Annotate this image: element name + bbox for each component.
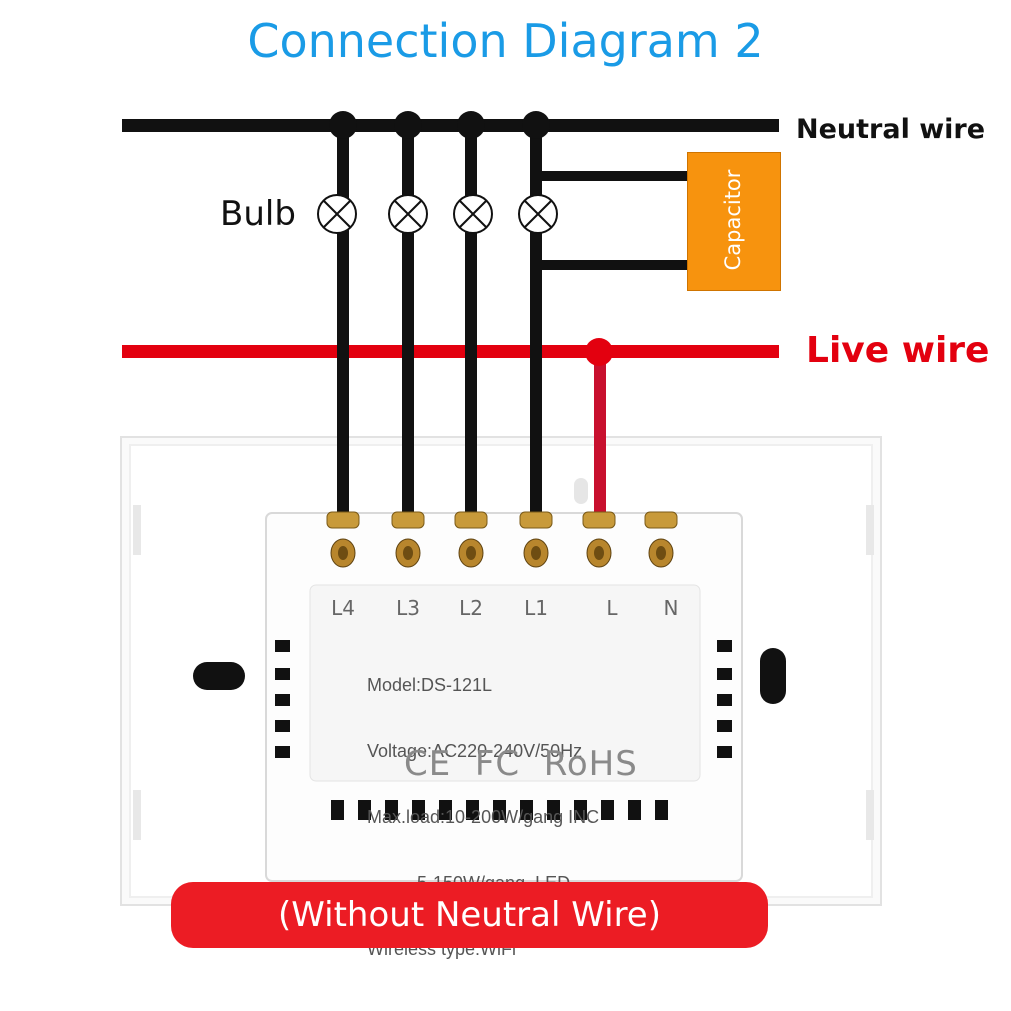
terminal-label-l1: L1 <box>524 596 548 620</box>
bulb-icon <box>388 194 428 234</box>
mode-banner-text: (Without Neutral Wire) <box>278 895 661 935</box>
terminal-label-l: L <box>606 596 618 620</box>
diagram-title: Connection Diagram 2 <box>247 14 764 68</box>
wire-l3 <box>402 125 414 517</box>
neutral-wire-label: Neutral wire <box>796 114 986 145</box>
spec-model: Model:DS-121L <box>367 675 493 695</box>
wire-l4 <box>337 125 349 517</box>
capacitor-label: Capacitor <box>721 169 745 271</box>
wire-l2 <box>465 125 477 517</box>
bulb-icon <box>518 194 558 234</box>
bulb-label: Bulb <box>220 194 296 234</box>
live-feed-wire <box>594 352 606 517</box>
screw-l4 <box>326 511 360 568</box>
live-wire-label: Live wire <box>806 330 990 371</box>
screw-l1 <box>519 511 553 568</box>
certification-marks: CE FC RoHS <box>404 744 638 784</box>
terminal-label-l2: L2 <box>459 596 483 620</box>
neutral-wire <box>122 119 779 132</box>
live-wire <box>122 345 779 358</box>
spec-voltage: Voltage:AC220-240V/50Hz <box>367 741 583 761</box>
capacitor <box>687 152 781 291</box>
screw-l2 <box>454 511 488 568</box>
mode-banner <box>171 882 768 948</box>
terminal-label-l3: L3 <box>396 596 420 620</box>
switch-body <box>265 512 743 882</box>
spec-maxload: Max.load:10-200W/gang INC <box>367 807 600 827</box>
wire-l1 <box>530 125 542 517</box>
screw-l3 <box>391 511 425 568</box>
bottom-vents <box>331 800 668 820</box>
capacitor-leads <box>536 171 688 270</box>
terminal-label-l4: L4 <box>331 596 355 620</box>
left-vents <box>275 640 290 758</box>
right-vents <box>717 640 732 758</box>
terminal-screws <box>326 511 678 568</box>
bulb-icon <box>453 194 493 234</box>
live-junction <box>585 338 613 366</box>
terminal-label-n: N <box>663 596 679 620</box>
bulb-icon <box>317 194 357 234</box>
screw-n <box>644 511 678 568</box>
bulb-icons <box>317 194 558 234</box>
screw-l <box>582 511 616 568</box>
neutral-junctions <box>329 111 550 139</box>
